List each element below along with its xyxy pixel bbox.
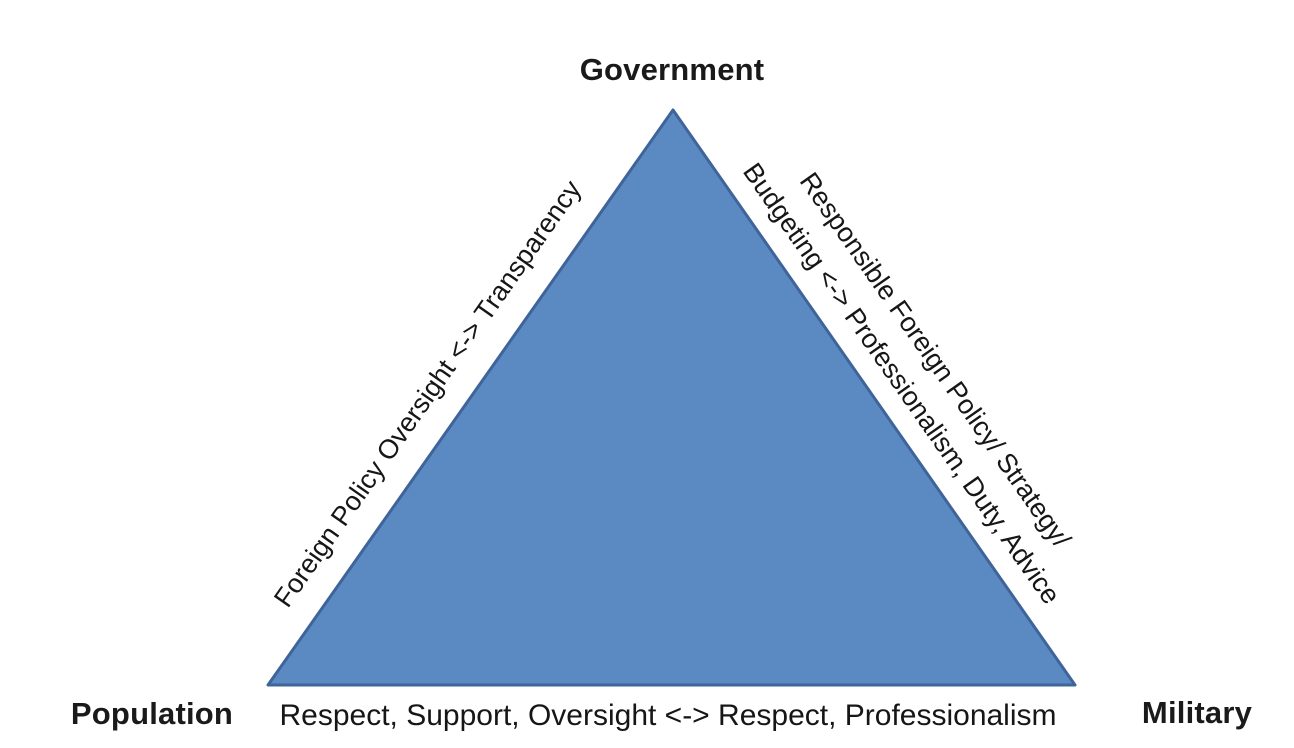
edge-label-population-military: Respect, Support, Oversight <-> Respect,… [279, 699, 1057, 732]
vertex-label-military: Military [1141, 695, 1253, 730]
vertex-label-population: Population [70, 696, 234, 731]
triangle-shape [266, 108, 1077, 687]
vertex-label-government: Government [579, 52, 765, 87]
